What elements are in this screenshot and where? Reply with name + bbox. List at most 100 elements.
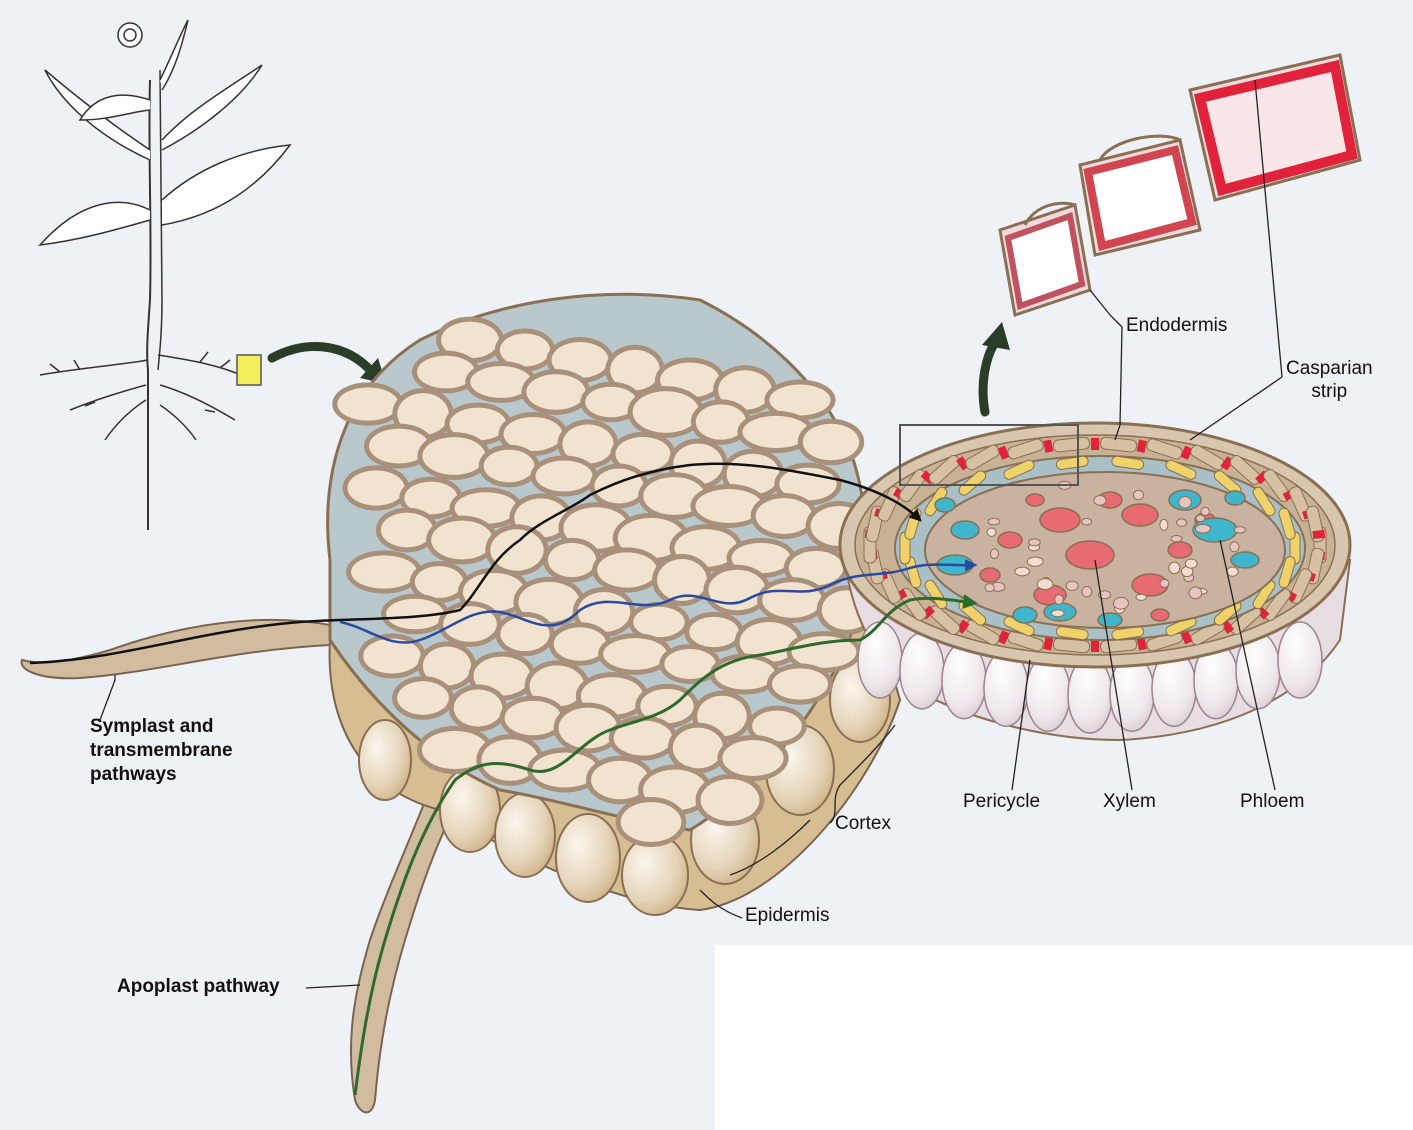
root-icon xyxy=(160,405,196,440)
parenchyma-cell xyxy=(1160,579,1169,587)
parenchyma-cell xyxy=(1015,567,1030,576)
cortex-cell xyxy=(762,582,822,618)
phloem-label: Phloem xyxy=(1240,791,1304,813)
cortex-cell xyxy=(484,450,535,483)
pericycle-label: Pericycle xyxy=(963,791,1040,813)
parenchyma-cell xyxy=(990,549,998,559)
xylem-vessel xyxy=(1066,541,1114,569)
plant-stem xyxy=(147,80,150,530)
casparian-strip-mark xyxy=(1091,438,1099,450)
cortex-cell xyxy=(597,552,657,587)
xylem-vessel xyxy=(1122,504,1158,526)
xylem-vessel xyxy=(998,532,1022,548)
root-icon xyxy=(105,400,146,440)
leaf-icon xyxy=(162,145,290,225)
parenchyma-cell xyxy=(1094,496,1106,506)
cortex-cell xyxy=(397,681,449,715)
phloem-cell xyxy=(1013,607,1037,623)
label-line: Casparian xyxy=(1286,357,1373,380)
cortex-cell xyxy=(633,607,684,637)
cortex-cell xyxy=(621,802,682,842)
phloem-cell xyxy=(1098,613,1122,627)
parenchyma-cell xyxy=(1185,559,1197,568)
parenchyma-cell xyxy=(1051,610,1064,617)
label-line: strip xyxy=(1286,380,1373,403)
parenchyma-cell xyxy=(1179,497,1192,508)
symplast-pathway-label: Symplast and transmembrane pathways xyxy=(90,715,233,787)
plant-illustration xyxy=(40,20,290,530)
zoom-arrow-icon xyxy=(983,338,998,412)
root-hair-symplast xyxy=(22,620,330,678)
cortex-cell xyxy=(756,498,813,534)
phloem-cell xyxy=(935,498,955,512)
parenchyma-cell xyxy=(1055,595,1064,605)
phloem-cell xyxy=(1231,552,1259,568)
parenchyma-cell xyxy=(1027,557,1043,566)
cortex-cell xyxy=(715,658,775,689)
cortex-cell xyxy=(347,470,404,505)
cortex-cell xyxy=(657,559,707,601)
xylem-vessel xyxy=(980,568,1000,582)
cortex-cell xyxy=(337,387,398,420)
parenchyma-cell xyxy=(985,584,994,592)
phloem-cell xyxy=(1225,491,1245,505)
plant-stem-outline xyxy=(158,70,162,370)
label-line: pathways xyxy=(90,763,233,787)
parenchyma-cell xyxy=(1136,594,1147,600)
cortex-cell xyxy=(526,374,585,410)
cortex-cell xyxy=(708,570,765,610)
parenchyma-cell xyxy=(1230,542,1239,552)
parenchyma-cell xyxy=(1029,539,1041,546)
leaf-icon xyxy=(160,20,188,90)
stele-epidermis-cell xyxy=(858,622,902,698)
cortex-cell xyxy=(603,638,667,670)
xylem-vessel xyxy=(1040,508,1080,532)
cortex-cell xyxy=(351,555,417,588)
parenchyma-cell xyxy=(988,518,1000,525)
root-zoom-marker xyxy=(237,355,261,385)
casparian-strip-mark xyxy=(1312,530,1325,539)
leaf-icon xyxy=(162,65,262,150)
parenchyma-cell xyxy=(987,528,996,536)
cortex-cell xyxy=(772,668,828,699)
parenchyma-cell xyxy=(1195,524,1210,533)
cortex-cell xyxy=(415,566,463,598)
cortex-cell xyxy=(535,460,592,491)
parenchyma-cell xyxy=(1066,581,1078,590)
stele-epidermis-cell xyxy=(900,633,944,709)
cortex-cell xyxy=(633,391,700,433)
parenchyma-cell xyxy=(1169,562,1180,574)
phloem-cell xyxy=(951,521,979,539)
leaf-icon xyxy=(40,202,150,245)
stele-cross-section xyxy=(840,423,1350,740)
cortex-cell xyxy=(701,779,760,821)
cortex-cell xyxy=(595,469,644,504)
parenchyma-cell xyxy=(1227,567,1239,576)
cortex-cell xyxy=(689,617,739,647)
cortex-cell xyxy=(548,543,596,577)
root-icon xyxy=(70,385,146,410)
casparian-strip-label: Casparian strip xyxy=(1286,357,1373,403)
epidermis-label: Epidermis xyxy=(745,905,829,927)
cortex-cell xyxy=(803,424,859,461)
endodermis-label: Endodermis xyxy=(1126,315,1227,337)
parenchyma-cell xyxy=(1201,507,1209,515)
cortex-cell xyxy=(490,529,543,570)
leaf-icon xyxy=(80,95,150,120)
parenchyma-cell xyxy=(1133,490,1143,500)
zoom-arrow-icon xyxy=(272,346,372,372)
cortex-cell xyxy=(505,701,562,736)
label-line: transmembrane xyxy=(90,739,233,763)
parenchyma-cell xyxy=(1177,519,1187,526)
parenchyma-cell xyxy=(1234,527,1245,534)
stele-epidermis-cell xyxy=(1278,622,1322,698)
parenchyma-cell xyxy=(1082,518,1092,525)
bud-icon xyxy=(118,23,142,47)
cortex-cell xyxy=(769,385,830,416)
casparian-strip-mark xyxy=(1091,640,1099,652)
label-line: Symplast and xyxy=(90,715,233,739)
cortex-cell xyxy=(500,617,549,651)
xylem-label: Xylem xyxy=(1103,791,1156,813)
